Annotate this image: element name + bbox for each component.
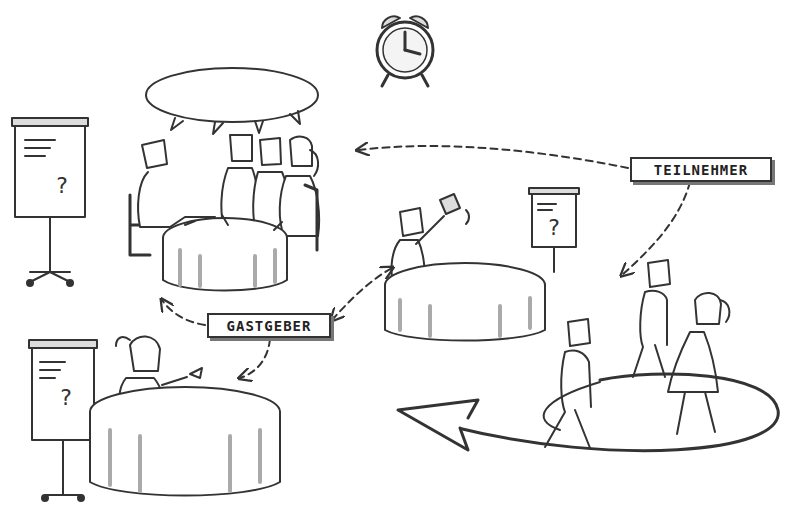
host-table-part	[130, 336, 160, 371]
discussion-group-part	[185, 215, 282, 230]
flipchart	[29, 340, 97, 501]
walking-participants-part	[720, 300, 729, 322]
discussion-group-part	[142, 140, 167, 168]
host-table-part	[416, 216, 444, 244]
discussion-group-part	[305, 185, 317, 250]
leader-line	[162, 146, 690, 378]
host-table-part	[400, 208, 423, 236]
label-box: GASTGEBER	[207, 313, 331, 338]
alarm-clock-part	[377, 22, 433, 78]
flipchart-question: ?	[548, 217, 560, 239]
leader-line-part	[332, 268, 392, 320]
label-text: GASTGEBER	[227, 318, 312, 334]
discussion-group-part	[290, 137, 312, 166]
rotation-arrow-part	[398, 400, 478, 450]
walking-participants-part	[677, 392, 715, 434]
rotation-arrow-part	[544, 382, 600, 430]
flipchart-part	[42, 495, 48, 501]
flipchart-part	[32, 345, 94, 440]
flipchart-part	[27, 280, 33, 286]
host-table-part	[440, 194, 460, 214]
walking-participants	[545, 260, 729, 448]
speech-bubble-part	[146, 68, 318, 122]
discussion-group	[130, 135, 319, 291]
flipchart-part	[553, 247, 555, 272]
rotation-arrow-part	[458, 374, 778, 451]
flipchart-part	[78, 495, 84, 501]
leader-line-part	[358, 146, 628, 168]
label-box: TEILNEHMER	[630, 157, 772, 182]
host-table-part	[90, 412, 280, 496]
flipchart-part	[15, 122, 85, 217]
discussion-group-part	[163, 238, 287, 291]
flipchart-part	[529, 188, 579, 194]
discussion-group-part	[230, 135, 252, 161]
host-table-part	[110, 430, 260, 491]
speech-bubble	[146, 68, 318, 134]
discussion-group-part	[280, 176, 319, 236]
walking-participants-part	[545, 350, 591, 448]
discussion-group-part	[260, 138, 281, 165]
flipchart-part	[45, 440, 81, 495]
alarm-clock	[377, 16, 433, 86]
alarm-clock-part	[405, 50, 420, 54]
flipchart-part	[29, 340, 97, 348]
speech-bubble-part	[171, 111, 300, 134]
flipchart-question: ?	[56, 175, 68, 197]
walking-participants-part	[568, 319, 590, 346]
flipchart-question: ?	[60, 387, 72, 409]
host-table-part	[116, 337, 130, 346]
alarm-clock-part	[422, 75, 428, 86]
flipchart-part	[30, 217, 70, 282]
alarm-clock-part	[404, 32, 407, 50]
host-table-part	[385, 285, 545, 341]
walking-participants-part	[668, 332, 718, 392]
host-table-part	[400, 298, 530, 336]
alarm-clock-part	[383, 28, 427, 72]
flipchart-part	[532, 192, 576, 247]
host-table-part	[162, 368, 202, 385]
leader-line-part	[240, 339, 270, 378]
flipchart-part	[25, 140, 55, 156]
discussion-group-part	[180, 250, 275, 286]
walking-participants-part	[695, 293, 721, 324]
flipchart-part	[538, 204, 556, 210]
leader-line-part	[622, 182, 690, 275]
flipchart-part	[67, 280, 73, 286]
walking-participants-part	[633, 291, 667, 377]
flipchart-part	[12, 118, 88, 126]
host-table-part	[466, 210, 469, 224]
host-table	[385, 194, 545, 341]
leader-line-part	[162, 300, 205, 325]
host-table	[90, 336, 280, 495]
walking-participants-part	[648, 260, 670, 287]
flipchart	[12, 118, 88, 286]
label-text: TEILNEHMER	[654, 162, 748, 178]
discussion-group-part	[310, 150, 318, 176]
alarm-clock-part	[382, 75, 388, 86]
rotation-arrow	[398, 374, 778, 451]
flipchart	[529, 188, 579, 272]
flipchart-part	[40, 362, 65, 378]
